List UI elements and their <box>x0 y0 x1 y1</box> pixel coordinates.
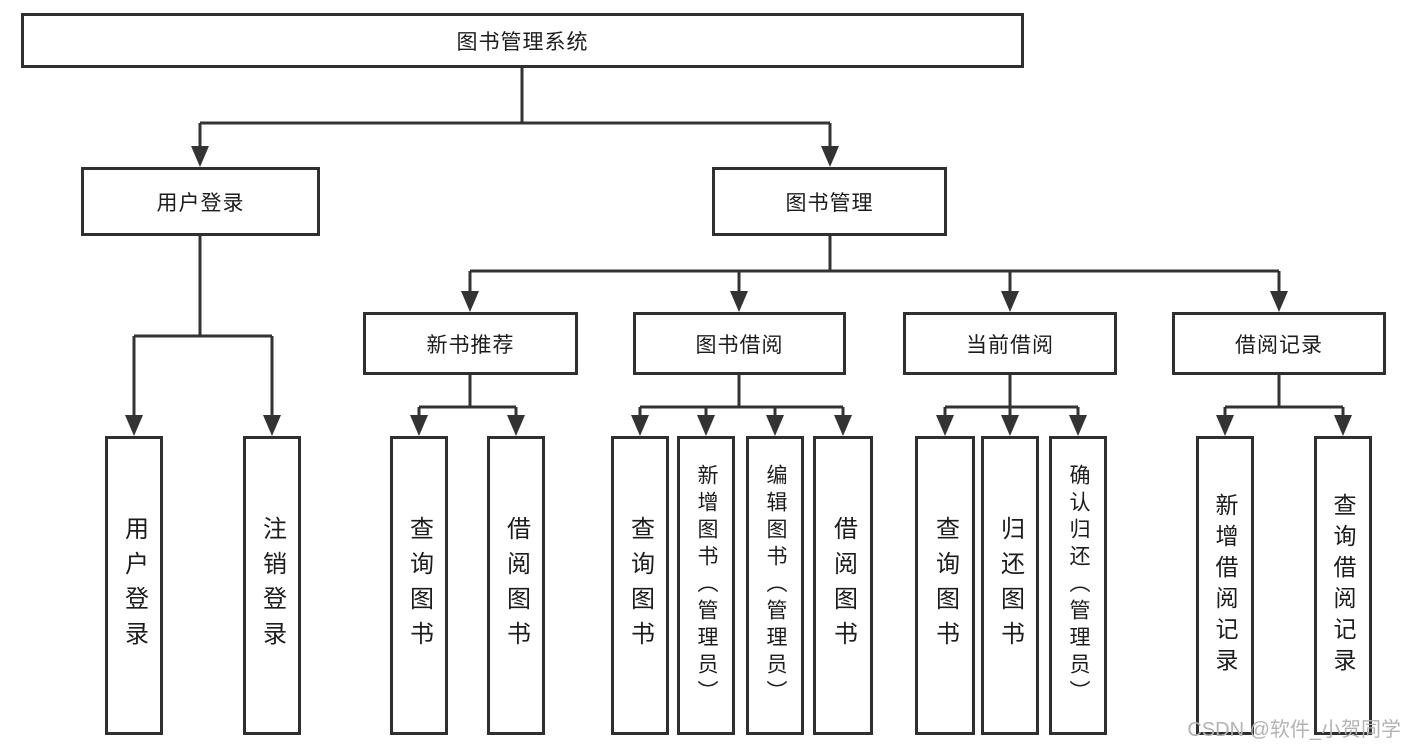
leaf-query-borrow-record-label: 查询借阅记录 <box>1330 492 1356 679</box>
leaf-logout-box: 注销登录 <box>243 436 301 735</box>
leaf-query-book-1-label: 查询图书 <box>405 515 433 656</box>
leaf-borrow-book-1-label: 借阅图书 <box>502 515 530 656</box>
leaf-add-borrow-record-box: 新增借阅记录 <box>1196 436 1254 735</box>
leaf-query-book-1-box: 查询图书 <box>390 436 448 735</box>
group-book-borrow-box: 图书借阅 <box>633 312 846 375</box>
csdn-watermark: CSDN @软件_小贺同学 <box>1187 719 1401 741</box>
leaf-add-borrow-record-label: 新增借阅记录 <box>1212 492 1238 679</box>
leaf-user-login-label: 用户登录 <box>120 515 148 656</box>
group-borrow-record-label: 借阅记录 <box>1235 333 1323 357</box>
branch-user-login-label: 用户登录 <box>156 191 245 215</box>
leaf-confirm-return-admin-box: 确认归还（管理员） <box>1049 436 1107 735</box>
leaf-query-book-2-label: 查询图书 <box>626 515 654 656</box>
leaf-return-book-box: 归还图书 <box>981 436 1039 735</box>
leaf-edit-book-admin-label: 编辑图书（管理员） <box>764 464 787 707</box>
leaf-logout-label: 注销登录 <box>258 515 286 656</box>
branch-book-management-label: 图书管理 <box>785 191 874 215</box>
leaf-borrow-book-2-label: 借阅图书 <box>829 515 857 656</box>
leaf-return-book-label: 归还图书 <box>996 515 1024 656</box>
leaf-add-book-admin-label: 新增图书（管理员） <box>695 464 718 707</box>
leaf-borrow-book-1-box: 借阅图书 <box>487 436 545 735</box>
leaf-add-book-admin-box: 新增图书（管理员） <box>677 436 735 735</box>
group-borrow-record-box: 借阅记录 <box>1172 312 1386 375</box>
group-book-borrow-label: 图书借阅 <box>695 333 784 357</box>
leaf-query-borrow-record-box: 查询借阅记录 <box>1314 436 1372 735</box>
leaf-query-book-3-box: 查询图书 <box>915 436 975 735</box>
leaf-confirm-return-admin-label: 确认归还（管理员） <box>1067 464 1090 707</box>
group-new-book-recommend-label: 新书推荐 <box>426 333 515 357</box>
root-box-library-system: 图书管理系统 <box>21 13 1024 68</box>
group-current-borrow-label: 当前借阅 <box>966 333 1054 357</box>
leaf-query-book-2-box: 查询图书 <box>611 436 669 735</box>
leaf-edit-book-admin-box: 编辑图书（管理员） <box>746 436 804 735</box>
leaf-user-login-box: 用户登录 <box>105 436 163 735</box>
leaf-query-book-3-label: 查询图书 <box>931 515 959 656</box>
group-new-book-recommend-box: 新书推荐 <box>363 312 578 375</box>
branch-book-management-box: 图书管理 <box>712 167 947 236</box>
root-label: 图书管理系统 <box>456 30 589 54</box>
group-current-borrow-box: 当前借阅 <box>903 312 1117 375</box>
branch-user-login-box: 用户登录 <box>81 167 320 236</box>
leaf-borrow-book-2-box: 借阅图书 <box>813 436 873 735</box>
